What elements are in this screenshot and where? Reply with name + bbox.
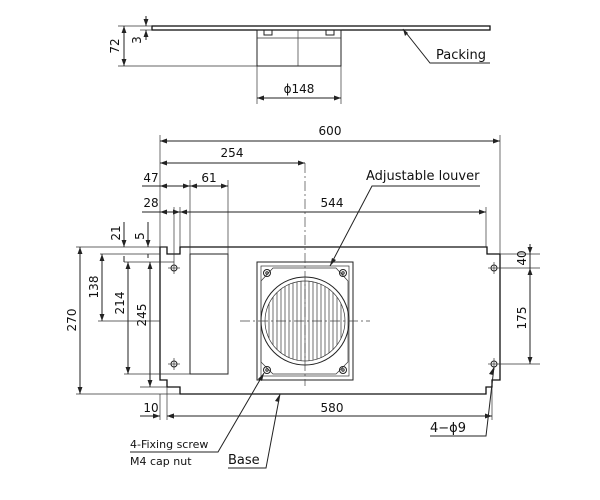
dim-61: 61	[201, 171, 216, 185]
annotations: Adjustable louver 4-Fixing screw M4 cap …	[130, 169, 495, 469]
label-packing: Packing	[436, 48, 486, 63]
dim-21: 21	[109, 225, 123, 240]
dim-175: 175	[515, 307, 529, 330]
side-view: 72 3 ϕ148 Packing	[108, 16, 491, 104]
dim-phi148: ϕ148	[284, 82, 315, 96]
duct-body	[256, 29, 342, 67]
dim-544: 544	[321, 196, 344, 210]
dim-47: 47	[143, 171, 158, 185]
dim-245: 245	[135, 304, 149, 327]
packing-plate	[151, 25, 491, 31]
dim-10: 10	[143, 401, 158, 415]
dim-5: 5	[133, 232, 147, 240]
dim-40: 40	[515, 250, 529, 265]
dim-270: 270	[65, 309, 79, 332]
label-base: Base	[228, 453, 260, 468]
dim-72: 72	[108, 38, 122, 53]
dim-254: 254	[221, 146, 244, 160]
label-adjustable-louver: Adjustable louver	[366, 169, 480, 184]
fixing-screws	[263, 269, 347, 374]
dim-28: 28	[143, 196, 158, 210]
dim-3: 3	[130, 36, 144, 44]
dim-214: 214	[113, 292, 127, 315]
label-holes: 4−ϕ9	[430, 421, 466, 436]
dim-138: 138	[87, 276, 101, 299]
dim-580: 580	[321, 401, 344, 415]
label-cap-nut: M4 cap nut	[130, 455, 192, 468]
plate-outline	[159, 246, 501, 395]
dimensions: 600 254 47 61 28 544 21 5	[65, 124, 540, 420]
label-fixing-screw: 4-Fixing screw	[130, 438, 208, 451]
dim-600: 600	[319, 124, 342, 138]
side-panel	[189, 253, 229, 375]
